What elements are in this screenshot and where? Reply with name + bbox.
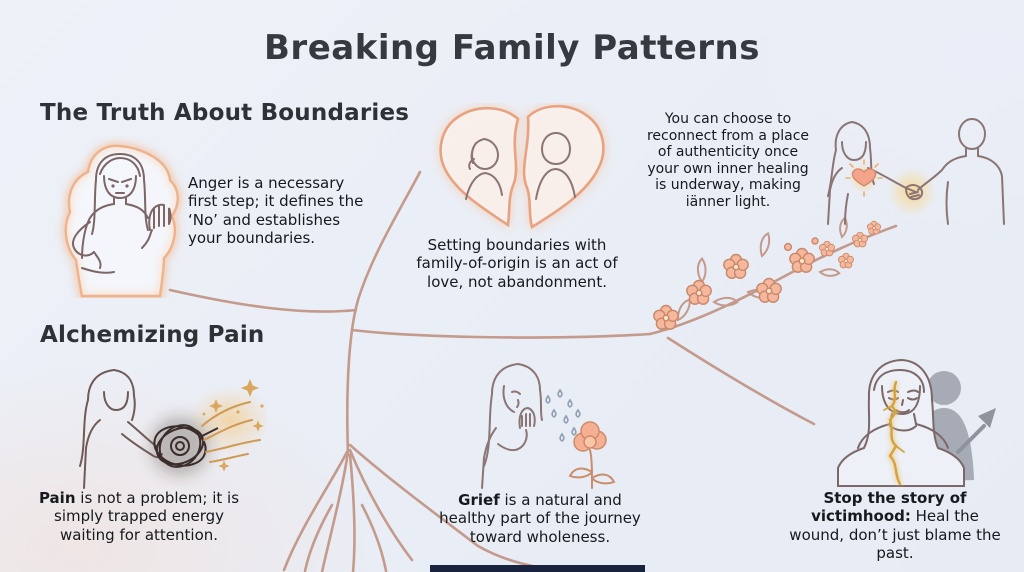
note-pain-lead: Pain xyxy=(38,489,76,507)
vine-flowers-icon xyxy=(653,220,882,330)
growth-arrow-icon xyxy=(956,408,996,454)
woman-boundary-icon xyxy=(42,136,192,298)
section-heading-alchemizing: Alchemizing Pain xyxy=(40,322,265,348)
note-grief-rest: is a natural and healthy part of the jou… xyxy=(439,491,641,546)
star-sparkle-icon xyxy=(202,378,264,472)
tangled-energy-icon xyxy=(52,362,267,494)
split-heart-icon xyxy=(432,103,612,238)
note-pain: Pain is not a problem; it is simply trap… xyxy=(35,489,243,544)
glowing-heart-icon xyxy=(845,159,883,197)
handshake-icon xyxy=(812,112,1017,230)
note-setting-boundaries: Setting boundaries with family-of-origin… xyxy=(416,236,618,291)
tears-icon xyxy=(545,388,581,442)
kintsugi-woman-icon xyxy=(812,352,1012,487)
note-victimhood-lead: Stop the story of victimhood: xyxy=(811,489,967,526)
bottom-bar xyxy=(430,565,645,572)
note-victimhood: Stop the story of victimhood: Heal the w… xyxy=(782,489,1008,562)
note-grief-lead: Grief xyxy=(458,491,500,509)
note-victimhood-rest: Heal the wound, don’t just blame the pas… xyxy=(789,507,1001,562)
grief-flower-icon xyxy=(452,358,632,490)
page-title: Breaking Family Patterns xyxy=(264,28,760,68)
note-reconnect: You can choose to reconnect from a place… xyxy=(646,111,810,210)
gold-crack-icon xyxy=(883,380,905,486)
note-anger: Anger is a necessary first step; it defi… xyxy=(188,174,364,247)
vine-leaves-icon xyxy=(676,216,848,322)
note-grief: Grief is a natural and healthy part of t… xyxy=(438,491,642,546)
flower-icon xyxy=(568,421,616,489)
handshake-glow-icon xyxy=(888,168,936,216)
note-pain-rest: is not a problem; it is simply trapped e… xyxy=(54,489,240,544)
sparkles-icon xyxy=(201,401,261,463)
section-heading-boundaries: The Truth About Boundaries xyxy=(40,100,410,126)
